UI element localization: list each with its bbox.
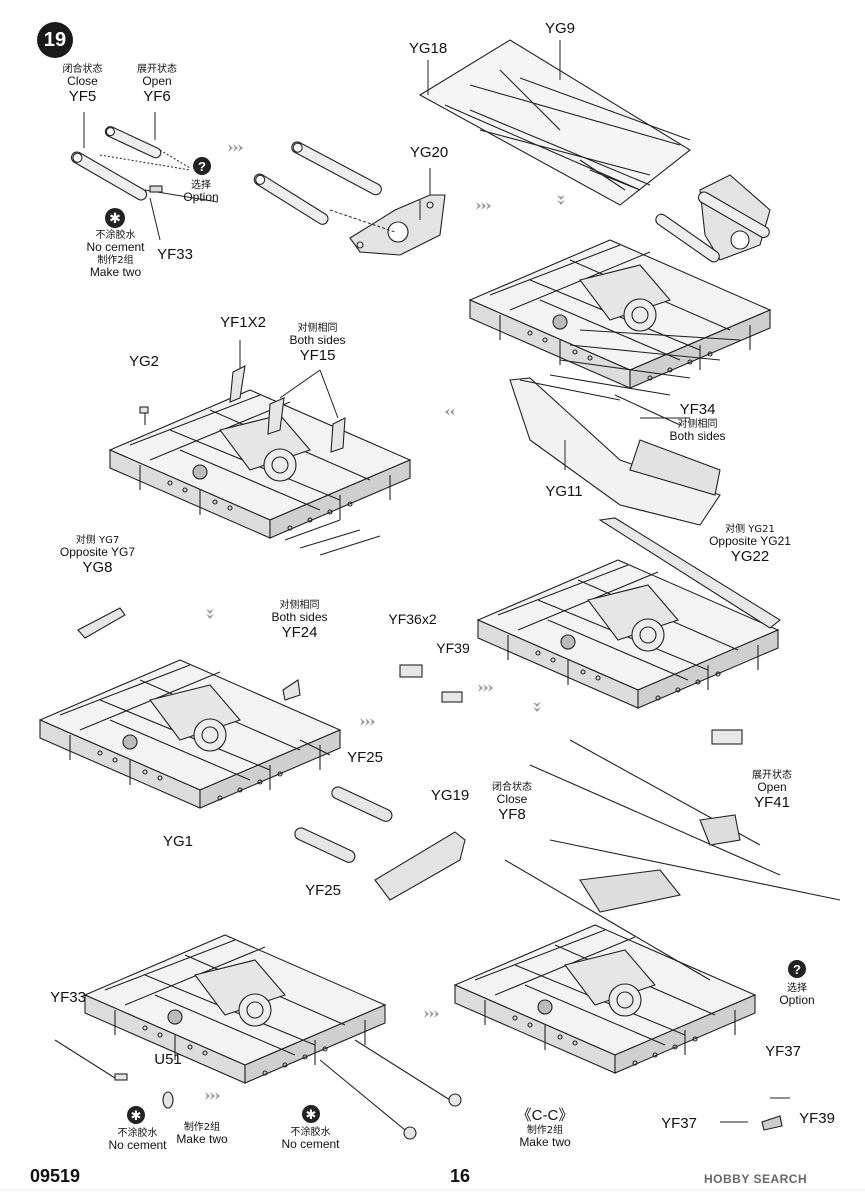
label-yf1x2: YF1X2 <box>220 314 266 331</box>
label-yg2: YG2 <box>128 353 159 370</box>
label-yg11: YG11 <box>545 483 583 500</box>
label-yf25-bottom: YF25 <box>305 882 341 899</box>
label-yg18: YG18 <box>408 40 448 57</box>
kit-number: 09519 <box>30 1166 81 1186</box>
option-icon: ? <box>193 157 211 175</box>
option-icon-2: ? <box>788 960 806 978</box>
no-cement-icon-2: ✱ <box>127 1106 145 1124</box>
label-yg1: YG1 <box>162 833 193 850</box>
label-yf36x2: YF36x2 <box>388 611 437 627</box>
label-yf33-bottom: YF33 <box>50 989 86 1006</box>
svg-text:✱: ✱ <box>306 1108 317 1123</box>
svg-text:✱: ✱ <box>109 211 121 227</box>
svg-text:✱: ✱ <box>131 1109 142 1124</box>
step-number: 19 <box>37 22 73 58</box>
label-yg9: YG9 <box>544 20 575 37</box>
svg-text:?: ? <box>793 962 801 977</box>
svg-text:?: ? <box>198 159 206 174</box>
label-yf37-right: YF37 <box>765 1043 801 1060</box>
no-cement-icon-3: ✱ <box>302 1105 320 1123</box>
label-yf39-mid: YF39 <box>436 640 470 656</box>
label-yg20: YG20 <box>409 144 449 161</box>
label-yf33-top: YF33 <box>157 246 193 263</box>
label-yf25-top: YF25 <box>347 749 383 766</box>
label-yg19: YG19 <box>430 787 470 804</box>
page-number: 16 <box>450 1166 471 1186</box>
label-u51: U51 <box>154 1051 182 1068</box>
label-yf37-left: YF37 <box>661 1115 697 1132</box>
label-yf39-bottom: YF39 <box>799 1110 835 1127</box>
watermark: HOBBY SEARCH <box>704 1172 808 1186</box>
no-cement-icon: ✱ <box>105 208 125 228</box>
track-subassembly-topleft <box>70 126 219 203</box>
